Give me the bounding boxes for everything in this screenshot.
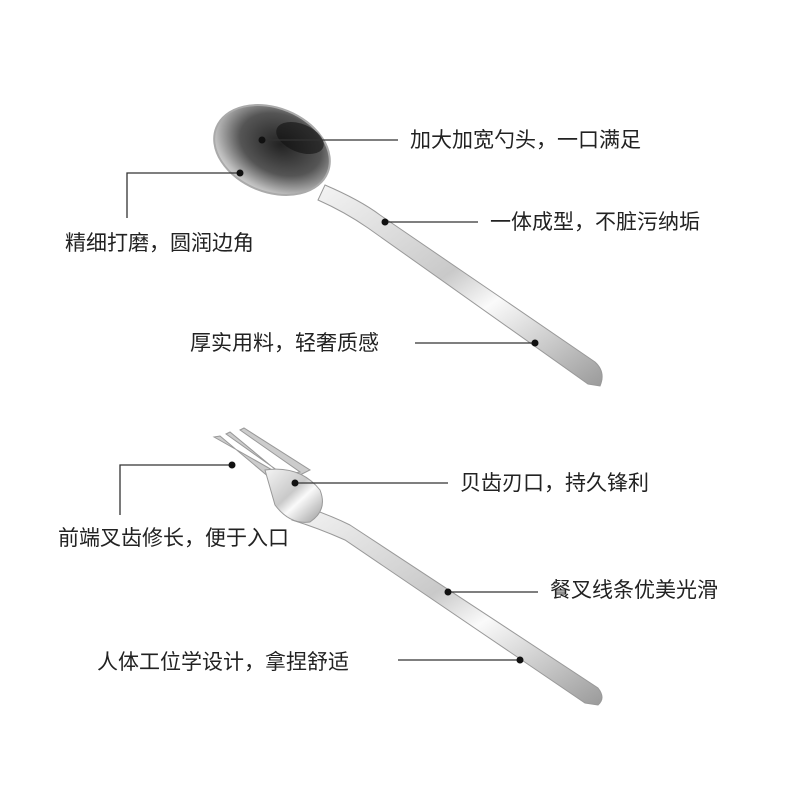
label-spoon-edge: 精细打磨，圆润边角 [65, 231, 254, 255]
leader-dots [228, 136, 539, 664]
label-fork-lines: 餐叉线条优美光滑 [550, 578, 718, 602]
label-fork-edge: 贝齿刃口，持久锋利 [460, 471, 649, 495]
label-fork-handle: 人体工位学设计，拿捏舒适 [97, 650, 349, 674]
label-fork-tines: 前端叉齿修长，便于入口 [58, 526, 289, 550]
label-spoon-body: 一体成型，不脏污纳垢 [490, 210, 700, 234]
leader-lines [119, 139, 538, 661]
label-spoon-head: 加大加宽勺头，一口满足 [410, 128, 641, 152]
label-spoon-handle: 厚实用料，轻奢质感 [190, 331, 379, 355]
